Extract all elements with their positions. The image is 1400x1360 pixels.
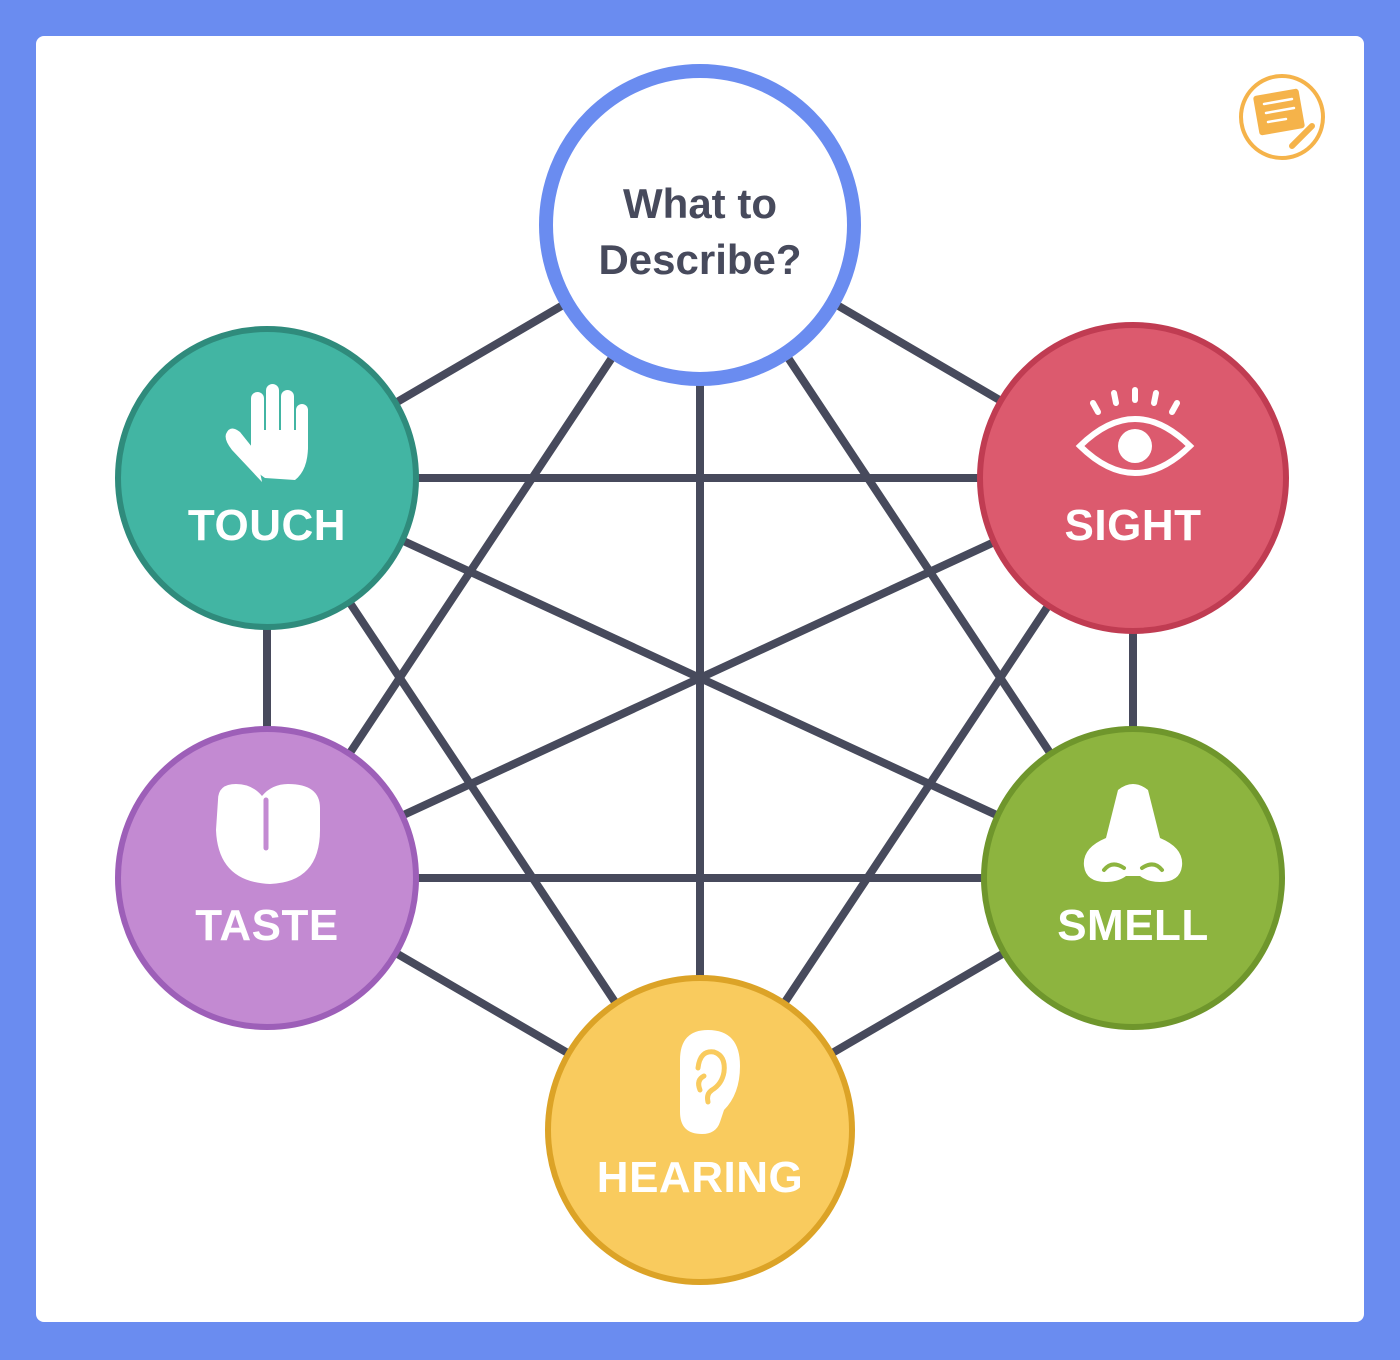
ear-icon — [680, 1030, 740, 1134]
hearing-node: HEARING — [545, 975, 855, 1285]
connector-sight-taste — [265, 474, 1135, 882]
nose-icon — [1083, 784, 1183, 882]
taste-label: TASTE — [195, 901, 338, 950]
eye-icon — [1075, 387, 1195, 476]
smell-label: SMELL — [1057, 901, 1209, 950]
sight-label: SIGHT — [1065, 501, 1202, 550]
center-title-line1: What to — [623, 180, 777, 227]
touch-node: TOUCH — [115, 326, 419, 630]
touch-label: TOUCH — [188, 501, 346, 550]
center-ring — [539, 64, 861, 386]
taste-node: TASTE — [115, 726, 419, 1030]
sight-circle — [977, 322, 1289, 634]
hand-icon — [225, 384, 308, 482]
center-node: What to Describe? — [539, 64, 861, 386]
center-title-line2: Describe? — [598, 236, 801, 283]
sight-node: SIGHT — [977, 322, 1289, 634]
eye-iris — [1118, 429, 1152, 463]
smell-circle — [981, 726, 1285, 1030]
hearing-label: HEARING — [597, 1153, 803, 1202]
smell-node: SMELL — [981, 726, 1285, 1030]
notepad-pencil-icon — [1239, 74, 1325, 160]
